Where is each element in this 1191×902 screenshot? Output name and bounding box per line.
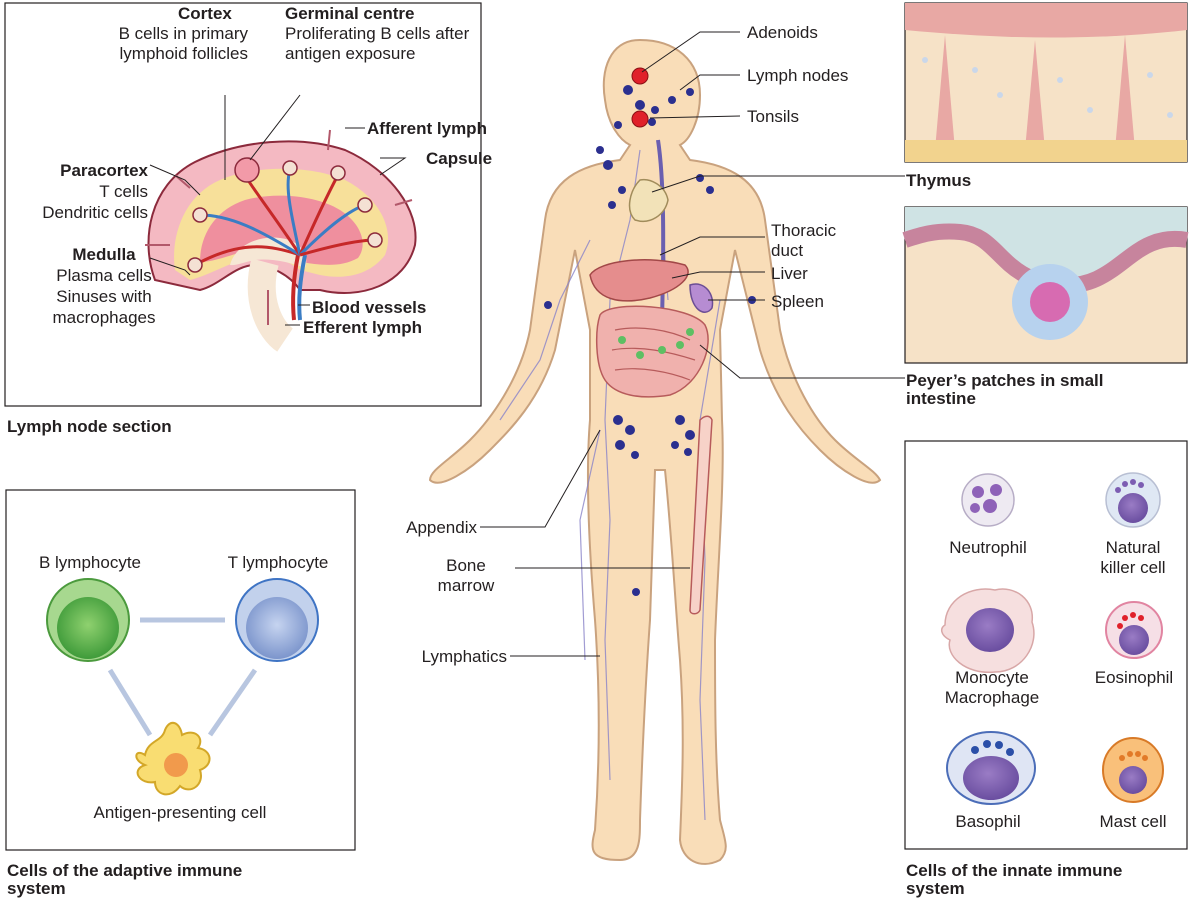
cortex-desc-2: lymphoid follicles [80, 44, 248, 64]
mast-cell [1103, 738, 1163, 802]
medulla-title: Medulla [60, 245, 148, 265]
human-body-figure [430, 32, 905, 864]
neutrophil-cell [962, 474, 1014, 526]
apc-label: Antigen-presenting cell [40, 803, 320, 823]
innate-caption-2: system [906, 880, 965, 898]
paracortex-desc-1: T cells [20, 182, 148, 202]
bone-marrow-label-2: marrow [420, 576, 512, 596]
t-lymphocyte-cell [236, 579, 318, 661]
adaptive-caption-1: Cells of the adaptive immune [7, 862, 242, 880]
peyers-patch-panel [905, 207, 1187, 363]
neutrophil-label: Neutrophil [928, 538, 1048, 558]
blood-vessels-label: Blood vessels [312, 298, 426, 318]
peyers-caption-1: Peyer’s patches in small [906, 372, 1104, 390]
germinal-centre-desc-2: antigen exposure [285, 44, 415, 64]
germinal-centre-title: Germinal centre [285, 4, 414, 24]
basophil-cell [947, 732, 1035, 804]
mast-cell-label: Mast cell [1078, 812, 1188, 832]
spleen-label: Spleen [771, 292, 824, 312]
lymph-node-caption: Lymph node section [7, 418, 172, 436]
liver-label: Liver [771, 264, 808, 284]
thoracic-duct-label-2: duct [771, 241, 803, 261]
appendix-label: Appendix [370, 518, 477, 538]
monocyte-label-1: Monocyte [922, 668, 1062, 688]
peyers-caption-2: intestine [906, 390, 976, 408]
natural-killer-label-2: killer cell [1078, 558, 1188, 578]
adenoids-label: Adenoids [747, 23, 818, 43]
germinal-centre-desc-1: Proliferating B cells after [285, 24, 469, 44]
b-lymphocyte-cell [47, 579, 129, 661]
innate-panel [905, 441, 1187, 849]
tonsils-label: Tonsils [747, 107, 799, 127]
paracortex-title: Paracortex [20, 161, 148, 181]
paracortex-desc-2: Dendritic cells [20, 203, 148, 223]
capsule-label: Capsule [426, 149, 492, 169]
thymus-caption: Thymus [906, 172, 971, 190]
basophil-label: Basophil [928, 812, 1048, 832]
cortex-desc-1: B cells in primary [80, 24, 248, 44]
medulla-desc-3: macrophages [40, 308, 168, 328]
b-lymphocyte-label: B lymphocyte [20, 553, 160, 573]
thymus-panel [905, 3, 1187, 162]
lymph-nodes-label: Lymph nodes [747, 66, 848, 86]
afferent-lymph-label: Afferent lymph [367, 119, 487, 139]
efferent-lymph-label: Efferent lymph [303, 318, 422, 338]
innate-caption-1: Cells of the innate immune [906, 862, 1122, 880]
thoracic-duct-label-1: Thoracic [771, 221, 836, 241]
medulla-desc-2: Sinuses with [40, 287, 168, 307]
monocyte-macrophage-cell [942, 589, 1034, 672]
t-lymphocyte-label: T lymphocyte [203, 553, 353, 573]
natural-killer-label-1: Natural [1078, 538, 1188, 558]
cortex-title: Cortex [178, 4, 232, 24]
eosinophil-cell [1106, 602, 1162, 658]
natural-killer-cell [1106, 473, 1160, 527]
lymphatics-label: Lymphatics [380, 647, 507, 667]
medulla-desc-1: Plasma cells [40, 266, 168, 286]
adaptive-caption-2: system [7, 880, 66, 898]
bone-marrow-label-1: Bone [420, 556, 512, 576]
monocyte-label-2: Macrophage [922, 688, 1062, 708]
eosinophil-label: Eosinophil [1078, 668, 1190, 688]
adaptive-panel [6, 490, 355, 850]
